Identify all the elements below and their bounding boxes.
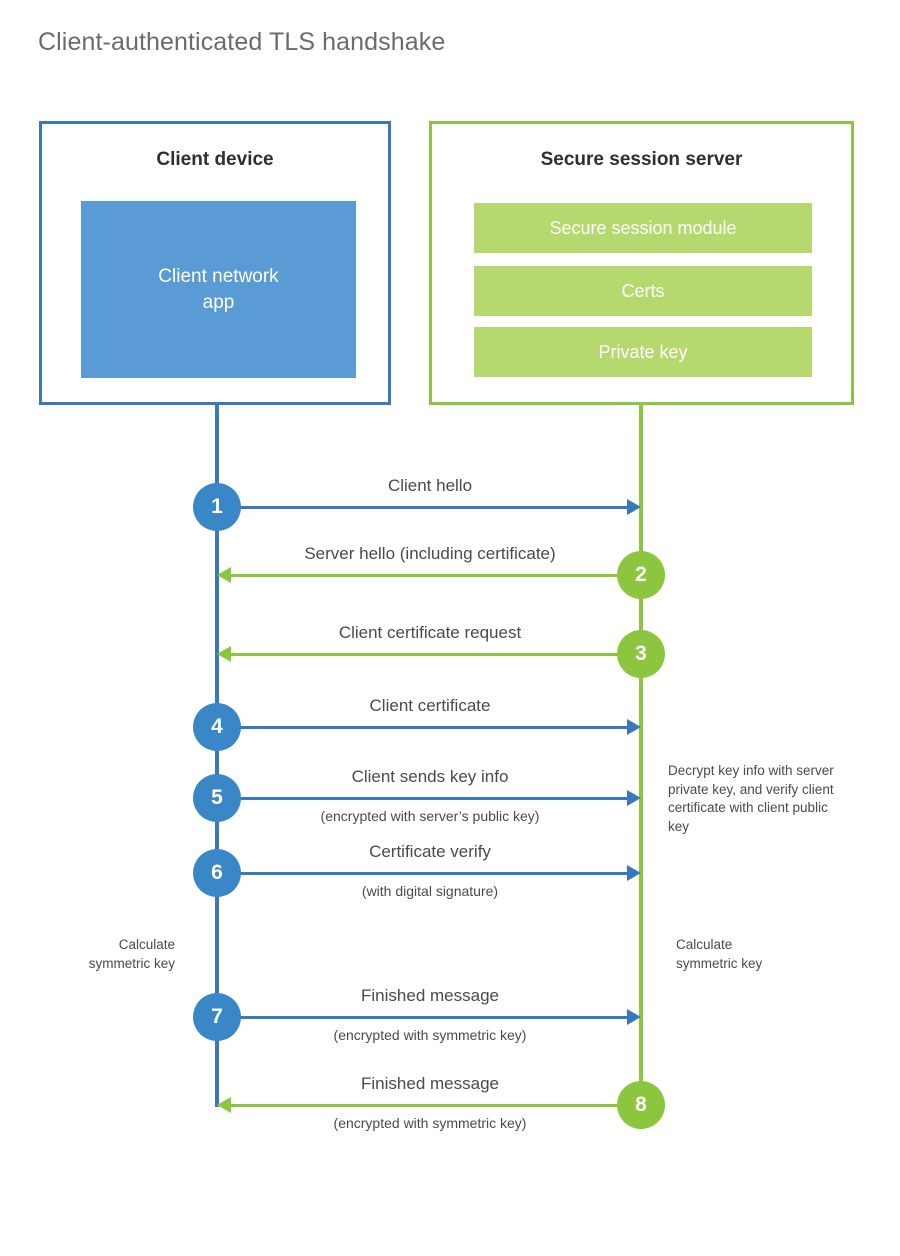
step-circle-6[interactable]: 6 [193,849,241,897]
note-server-decrypt: Decrypt key info with server private key… [668,763,834,834]
message-label-1: Client hello [387,476,473,495]
arrow-line-7 [217,1016,631,1019]
message-label-2: Server hello (including certificate) [304,544,556,563]
note-server-calculate-symmetric-key: Calculate symmetric key [676,937,763,971]
message-label-6: Certificate verify [369,842,491,861]
client-device-box: Client device Client network app [39,121,391,405]
note-client-calculate-symmetric-key: Calculate symmetric key [88,937,175,971]
message-label-3: Client certificate request [338,623,522,642]
step-circle-3[interactable]: 3 [617,630,665,678]
step-circle-1[interactable]: 1 [193,483,241,531]
step-circle-7[interactable]: 7 [193,993,241,1041]
arrow-head-right-icon [627,790,641,806]
arrow-line-3 [227,653,641,656]
message-label-7: Finished message [361,986,499,1005]
arrow-head-left-icon [217,567,231,583]
message-sublabel-5: (encrypted with server’s public key) [320,808,540,824]
message-sublabel-8: (encrypted with symmetric key) [333,1115,527,1131]
message-label-4: Client certificate [369,696,491,715]
server-block-secure-session-module: Secure session module [474,203,812,253]
step-circle-8[interactable]: 8 [617,1081,665,1129]
secure-session-server-box: Secure session server Secure session mod… [429,121,854,405]
server-lifeline [639,405,643,1107]
server-block-certs: Certs [474,266,812,316]
step-circle-4[interactable]: 4 [193,703,241,751]
arrow-head-left-icon [217,1097,231,1113]
step-circle-2[interactable]: 2 [617,551,665,599]
secure-session-server-title: Secure session server [540,149,743,170]
arrow-line-8 [227,1104,641,1107]
server-block-private-key: Private key [474,327,812,377]
message-label-5: Client sends key info [351,767,509,786]
client-device-title: Client device [156,149,274,170]
arrow-line-6 [217,872,631,875]
page-title: Client-authenticated TLS handshake [38,28,446,56]
client-lifeline [215,405,219,1107]
arrow-head-right-icon [627,1009,641,1025]
arrow-line-4 [217,726,631,729]
arrow-head-right-icon [627,865,641,881]
message-label-8: Finished message [361,1074,499,1093]
arrow-line-1 [217,506,631,509]
message-sublabel-6: (with digital signature) [361,883,499,899]
arrow-head-right-icon [627,719,641,735]
arrow-head-right-icon [627,499,641,515]
arrow-head-left-icon [217,646,231,662]
client-network-app-block: Client network app [81,201,356,378]
arrow-line-5 [217,797,631,800]
step-circle-5[interactable]: 5 [193,774,241,822]
arrow-line-2 [227,574,641,577]
message-sublabel-7: (encrypted with symmetric key) [333,1027,527,1043]
